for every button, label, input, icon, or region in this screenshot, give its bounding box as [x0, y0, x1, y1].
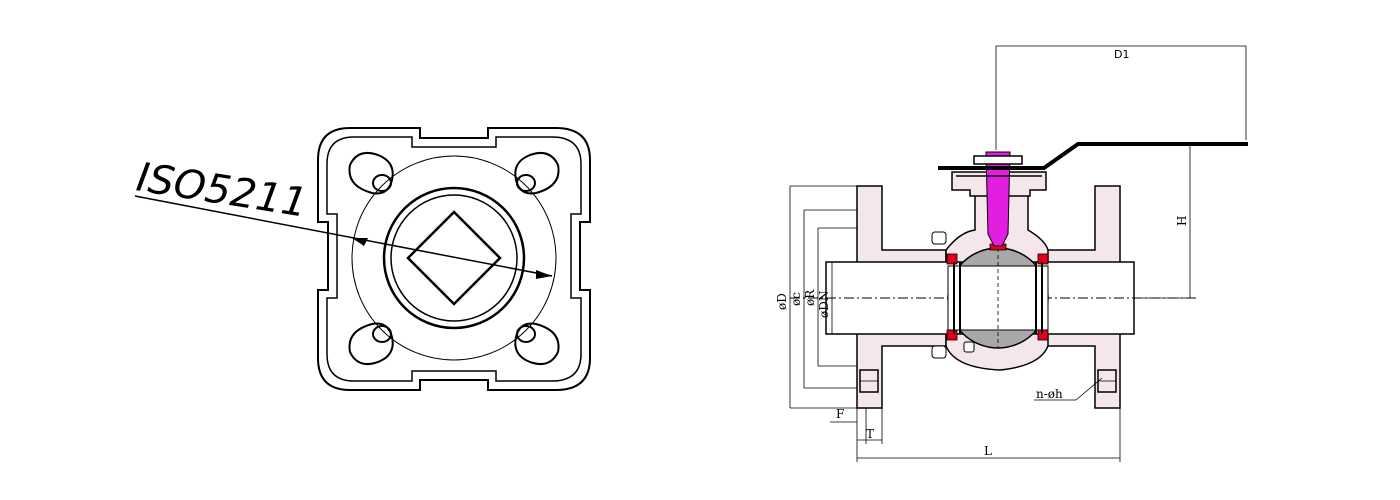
- dim-f: F: [836, 407, 844, 421]
- flange-inner-outline: [326, 136, 582, 382]
- dim-oc: øc: [789, 292, 803, 306]
- flange-bolt-holes: [859, 369, 1117, 393]
- gland-nuts: [931, 231, 975, 359]
- dim-h: H: [1175, 216, 1189, 226]
- dim-d1: D1: [1114, 48, 1129, 61]
- valve-handle: [938, 142, 1248, 177]
- dim-l: L: [984, 444, 992, 458]
- flange-outline: [317, 127, 591, 391]
- leader-arrow-right: [536, 270, 552, 279]
- seat-rings: [953, 262, 1043, 334]
- valve-seats: [946, 243, 1049, 341]
- drive-boss-outer: [382, 186, 526, 330]
- dim-odn: øDN: [817, 291, 831, 318]
- square-drive: [406, 210, 502, 306]
- valve-ball: [947, 247, 1049, 349]
- bolt-slot-bottom-right: [514, 322, 560, 365]
- dimension-lines: [789, 45, 1247, 462]
- bolt-slot-top-left: [348, 152, 394, 195]
- dim-holes: n-øh: [1036, 387, 1063, 401]
- iso5211-label: ISO5211: [133, 154, 310, 226]
- bolt-slot-bottom-left: [348, 322, 394, 365]
- leader-arrow-left: [352, 238, 368, 246]
- iso5211-flange-view: [134, 127, 591, 391]
- dim-t: T: [866, 427, 874, 441]
- ball-valve-section-view: D1 H øD øc øR øDN F T L n-øh: [775, 45, 1248, 462]
- dim-or: øR: [803, 289, 817, 306]
- diameter-leader-line: [134, 195, 553, 277]
- bolt-slot-top-right: [514, 152, 560, 195]
- dim-od: øD: [775, 293, 789, 310]
- drive-boss-inner: [390, 194, 518, 322]
- bolt-circle: [351, 155, 557, 361]
